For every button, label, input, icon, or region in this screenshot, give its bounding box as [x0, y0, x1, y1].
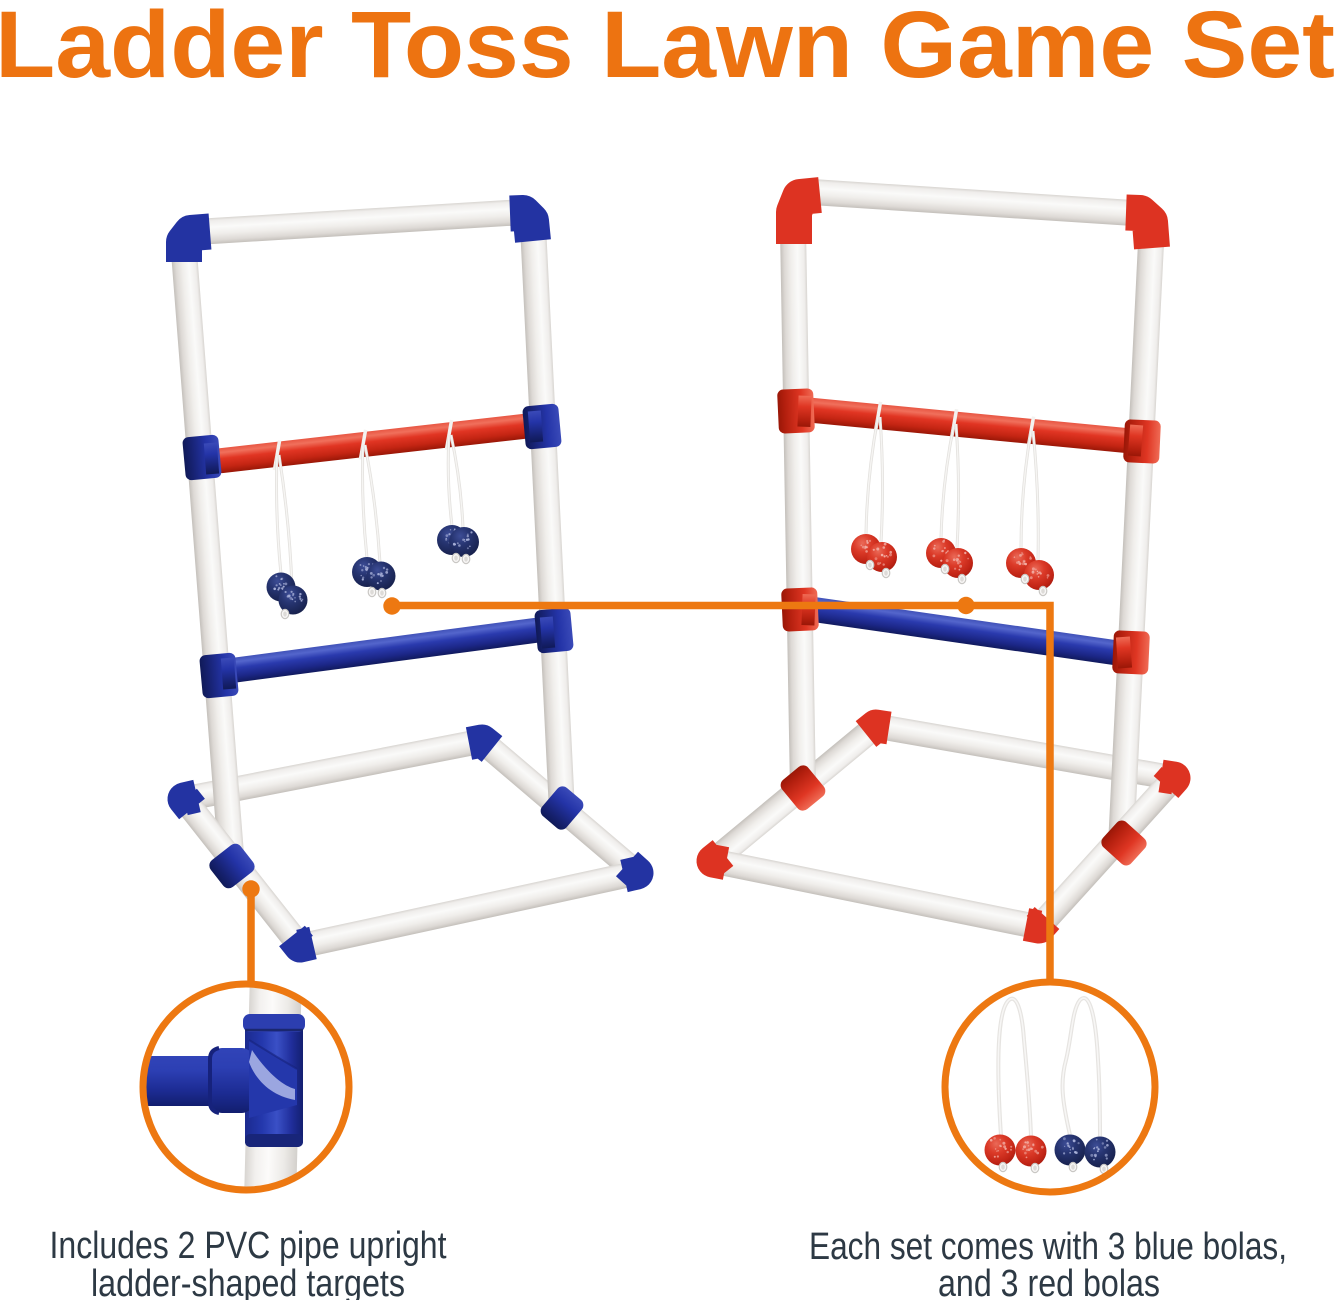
- svg-text:Ladder Toss Lawn Game Set: Ladder Toss Lawn Game Set: [0, 0, 1335, 98]
- svg-text:and 3 red bolas: and 3 red bolas: [938, 1263, 1160, 1300]
- svg-text:Each set comes with 3 blue bol: Each set comes with 3 blue bolas,: [809, 1226, 1287, 1268]
- svg-text:ladder-shaped targets: ladder-shaped targets: [91, 1263, 405, 1300]
- svg-text:Includes 2 PVC pipe upright: Includes 2 PVC pipe upright: [50, 1225, 447, 1267]
